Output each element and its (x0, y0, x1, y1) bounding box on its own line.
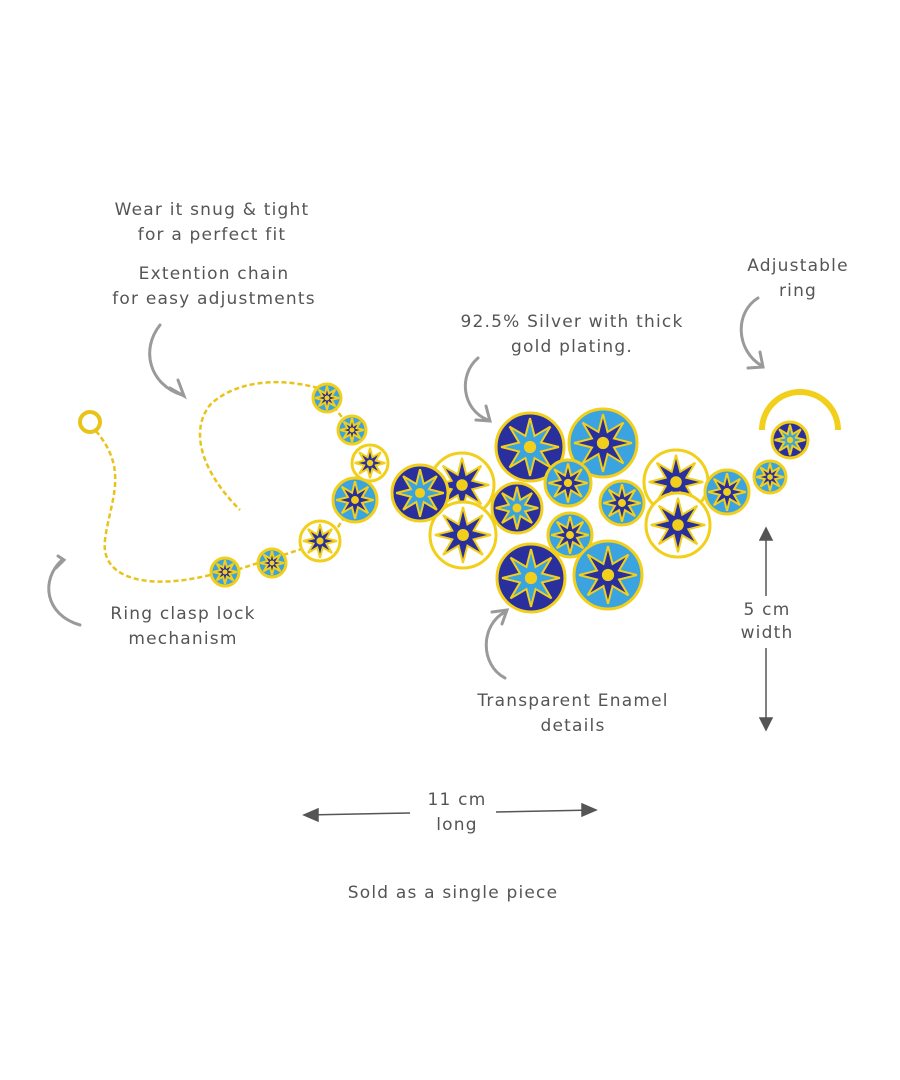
arrow-clasp (47, 554, 82, 627)
enamel-rosette (752, 459, 788, 495)
enamel-rosette (331, 476, 379, 524)
enamel-rosette (494, 411, 566, 483)
arrow-extension (148, 323, 187, 400)
enamel-rosette (546, 511, 594, 559)
enamel-rosette (572, 539, 644, 611)
clasp-ring-icon (78, 410, 102, 434)
length-line-left (305, 812, 411, 816)
enamel-rosette (209, 556, 241, 588)
adjustable-ring (759, 389, 841, 431)
arrow-enamel (484, 608, 510, 680)
footer-note: Sold as a single piece (347, 883, 559, 903)
enamel-rosette (490, 481, 544, 535)
enamel-rosette (770, 420, 810, 460)
enamel-rosette (567, 407, 639, 479)
arrow-material (463, 356, 492, 423)
enamel-rosette (256, 547, 288, 579)
arrow-ring (739, 296, 765, 370)
enamel-rosette (644, 491, 712, 559)
enamel-rosette (390, 463, 450, 523)
enamel-rosette (428, 500, 498, 570)
enamel-rosette (598, 479, 646, 527)
enamel-rosette (495, 542, 567, 614)
extension-chain (198, 380, 319, 511)
enamel-rosette (350, 443, 390, 483)
enamel-rosette (336, 414, 368, 446)
enamel-rosette (543, 458, 593, 508)
width-arrowheads (758, 526, 774, 732)
length-arrowheads (302, 802, 598, 823)
enamel-rosette (298, 519, 342, 563)
enamel-rosette (703, 468, 751, 516)
length-line-right (495, 809, 595, 813)
main-chain (94, 429, 211, 583)
enamel-rosette (311, 382, 343, 414)
